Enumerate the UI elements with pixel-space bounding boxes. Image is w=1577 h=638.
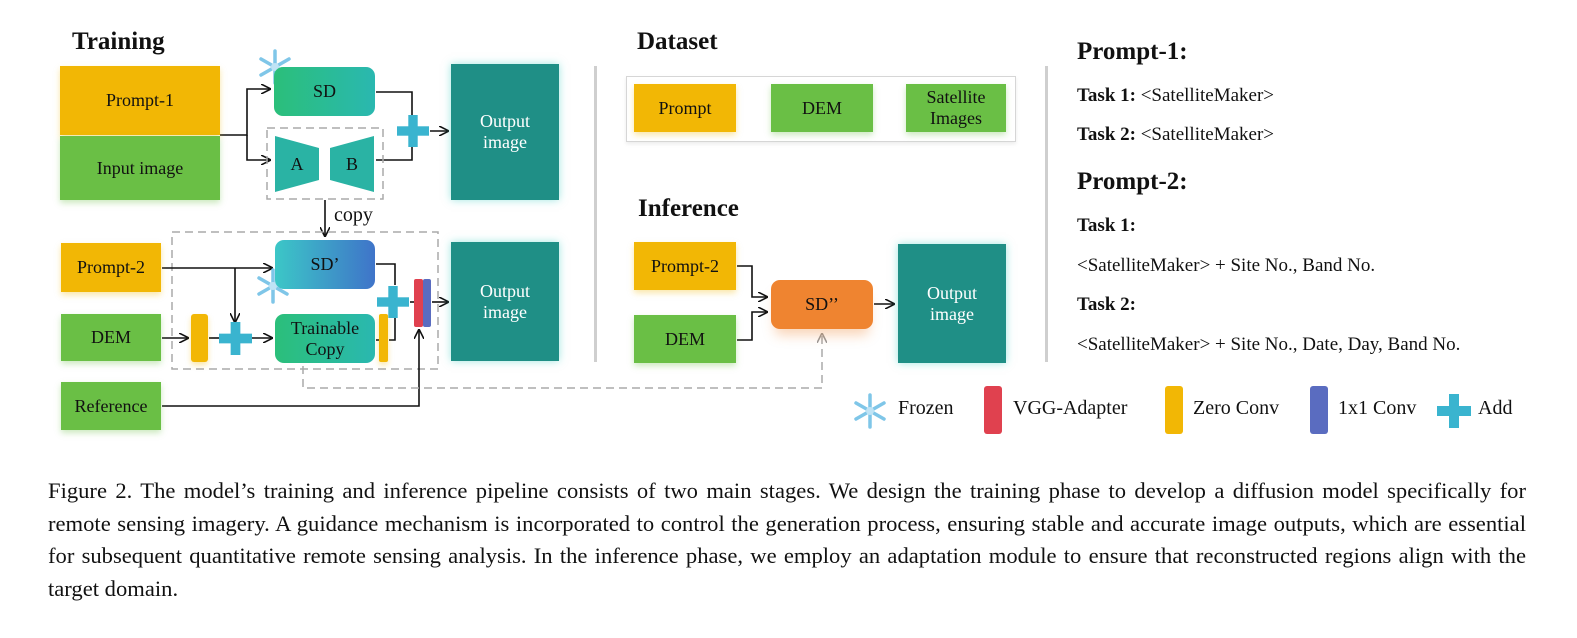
inference-output-image: Output image <box>898 244 1006 363</box>
prompt2-task2-label: Task 2: <box>1077 294 1136 316</box>
add-icon-dem <box>219 322 252 355</box>
prompt2-task1-label-text: Task 1: <box>1077 215 1136 236</box>
legend-snowflake-icon <box>854 393 886 429</box>
zero-conv-block-left <box>191 314 208 362</box>
legend-vgg: VGG-Adapter <box>1013 397 1128 419</box>
trainable-copy-block: Trainable Copy <box>275 314 375 363</box>
output-image-2: Output image <box>451 242 559 361</box>
dataset-heading: Dataset <box>637 28 718 55</box>
prompt2-title: Prompt-2: <box>1077 168 1188 195</box>
legend-conv1x1: 1x1 Conv <box>1338 397 1417 419</box>
prompt2-task1-label: Task 1: <box>1077 215 1136 237</box>
legend-conv1x1-swatch <box>1310 386 1328 434</box>
prompt1-box: Prompt-1 <box>60 66 220 135</box>
dataset-frame <box>626 76 1016 142</box>
divider-training-dataset <box>594 66 597 362</box>
controlnet-frame <box>171 231 439 370</box>
encoder-b-label: B <box>345 153 358 174</box>
legend-add: Add <box>1478 397 1513 419</box>
figure-caption: Figure 2. The model’s training and infer… <box>48 478 1526 601</box>
legend-zero-conv-swatch <box>1165 386 1183 434</box>
copy-label: copy <box>334 204 373 226</box>
inference-prompt2: Prompt-2 <box>634 242 736 290</box>
dataset-dem: DEM <box>771 84 873 132</box>
legend-frozen: Frozen <box>898 397 954 419</box>
add-icon-top <box>397 115 429 147</box>
sd-prime-block: SD’ <box>275 240 375 289</box>
prompt1-task1-text: <SatelliteMaker> <box>1135 85 1274 106</box>
vgg-adapter-block <box>414 279 423 327</box>
encoder-frame <box>266 127 384 200</box>
legend-zero-conv: Zero Conv <box>1193 397 1280 419</box>
training-heading: Training <box>72 28 165 55</box>
prompt1-task2-label: Task 2: <box>1077 124 1136 145</box>
inference-heading: Inference <box>638 195 739 222</box>
legend-add-icon <box>1437 394 1471 428</box>
dem-box-training: DEM <box>61 314 161 361</box>
prompt1-task2: Task 2: <SatelliteMaker> <box>1077 124 1274 146</box>
diagram-connectors <box>162 49 1577 407</box>
prompt2-task2-text: <SatelliteMaker> + Site No., Date, Day, … <box>1077 334 1461 355</box>
encoder-a-label: A <box>290 153 304 174</box>
encoder-a: A <box>275 136 319 192</box>
sd-double-prime-block: SD’’ <box>771 280 873 329</box>
prompt1-title: Prompt-1: <box>1077 38 1188 65</box>
reference-box: Reference <box>61 382 161 430</box>
output-image-1: Output image <box>451 64 559 200</box>
conv1x1-block <box>423 279 431 327</box>
legend-vgg-swatch <box>984 386 1002 434</box>
prompt1-task1-label: Task 1: <box>1077 85 1136 106</box>
divider-dataset-prompts <box>1045 66 1048 362</box>
dataset-satellite: Satellite Images <box>906 84 1006 132</box>
prompt2-task1-text: <SatelliteMaker> + Site No., Band No. <box>1077 255 1376 276</box>
prompt1-task1: Task 1: <SatelliteMaker> <box>1077 85 1274 107</box>
dataset-prompt: Prompt <box>634 84 736 132</box>
prompt1-task2-text: <SatelliteMaker> <box>1135 124 1274 145</box>
prompt2-box: Prompt-2 <box>61 243 161 292</box>
zero-conv-block-right <box>379 314 388 362</box>
training-top-lines <box>220 89 448 236</box>
sd-block: SD <box>274 67 375 116</box>
inference-dem: DEM <box>634 315 736 363</box>
prompt2-task2-label-text: Task 2: <box>1077 294 1136 315</box>
inference-lines <box>737 265 894 341</box>
encoder-b: B <box>330 136 374 192</box>
input-image-box: Input image <box>60 136 220 200</box>
